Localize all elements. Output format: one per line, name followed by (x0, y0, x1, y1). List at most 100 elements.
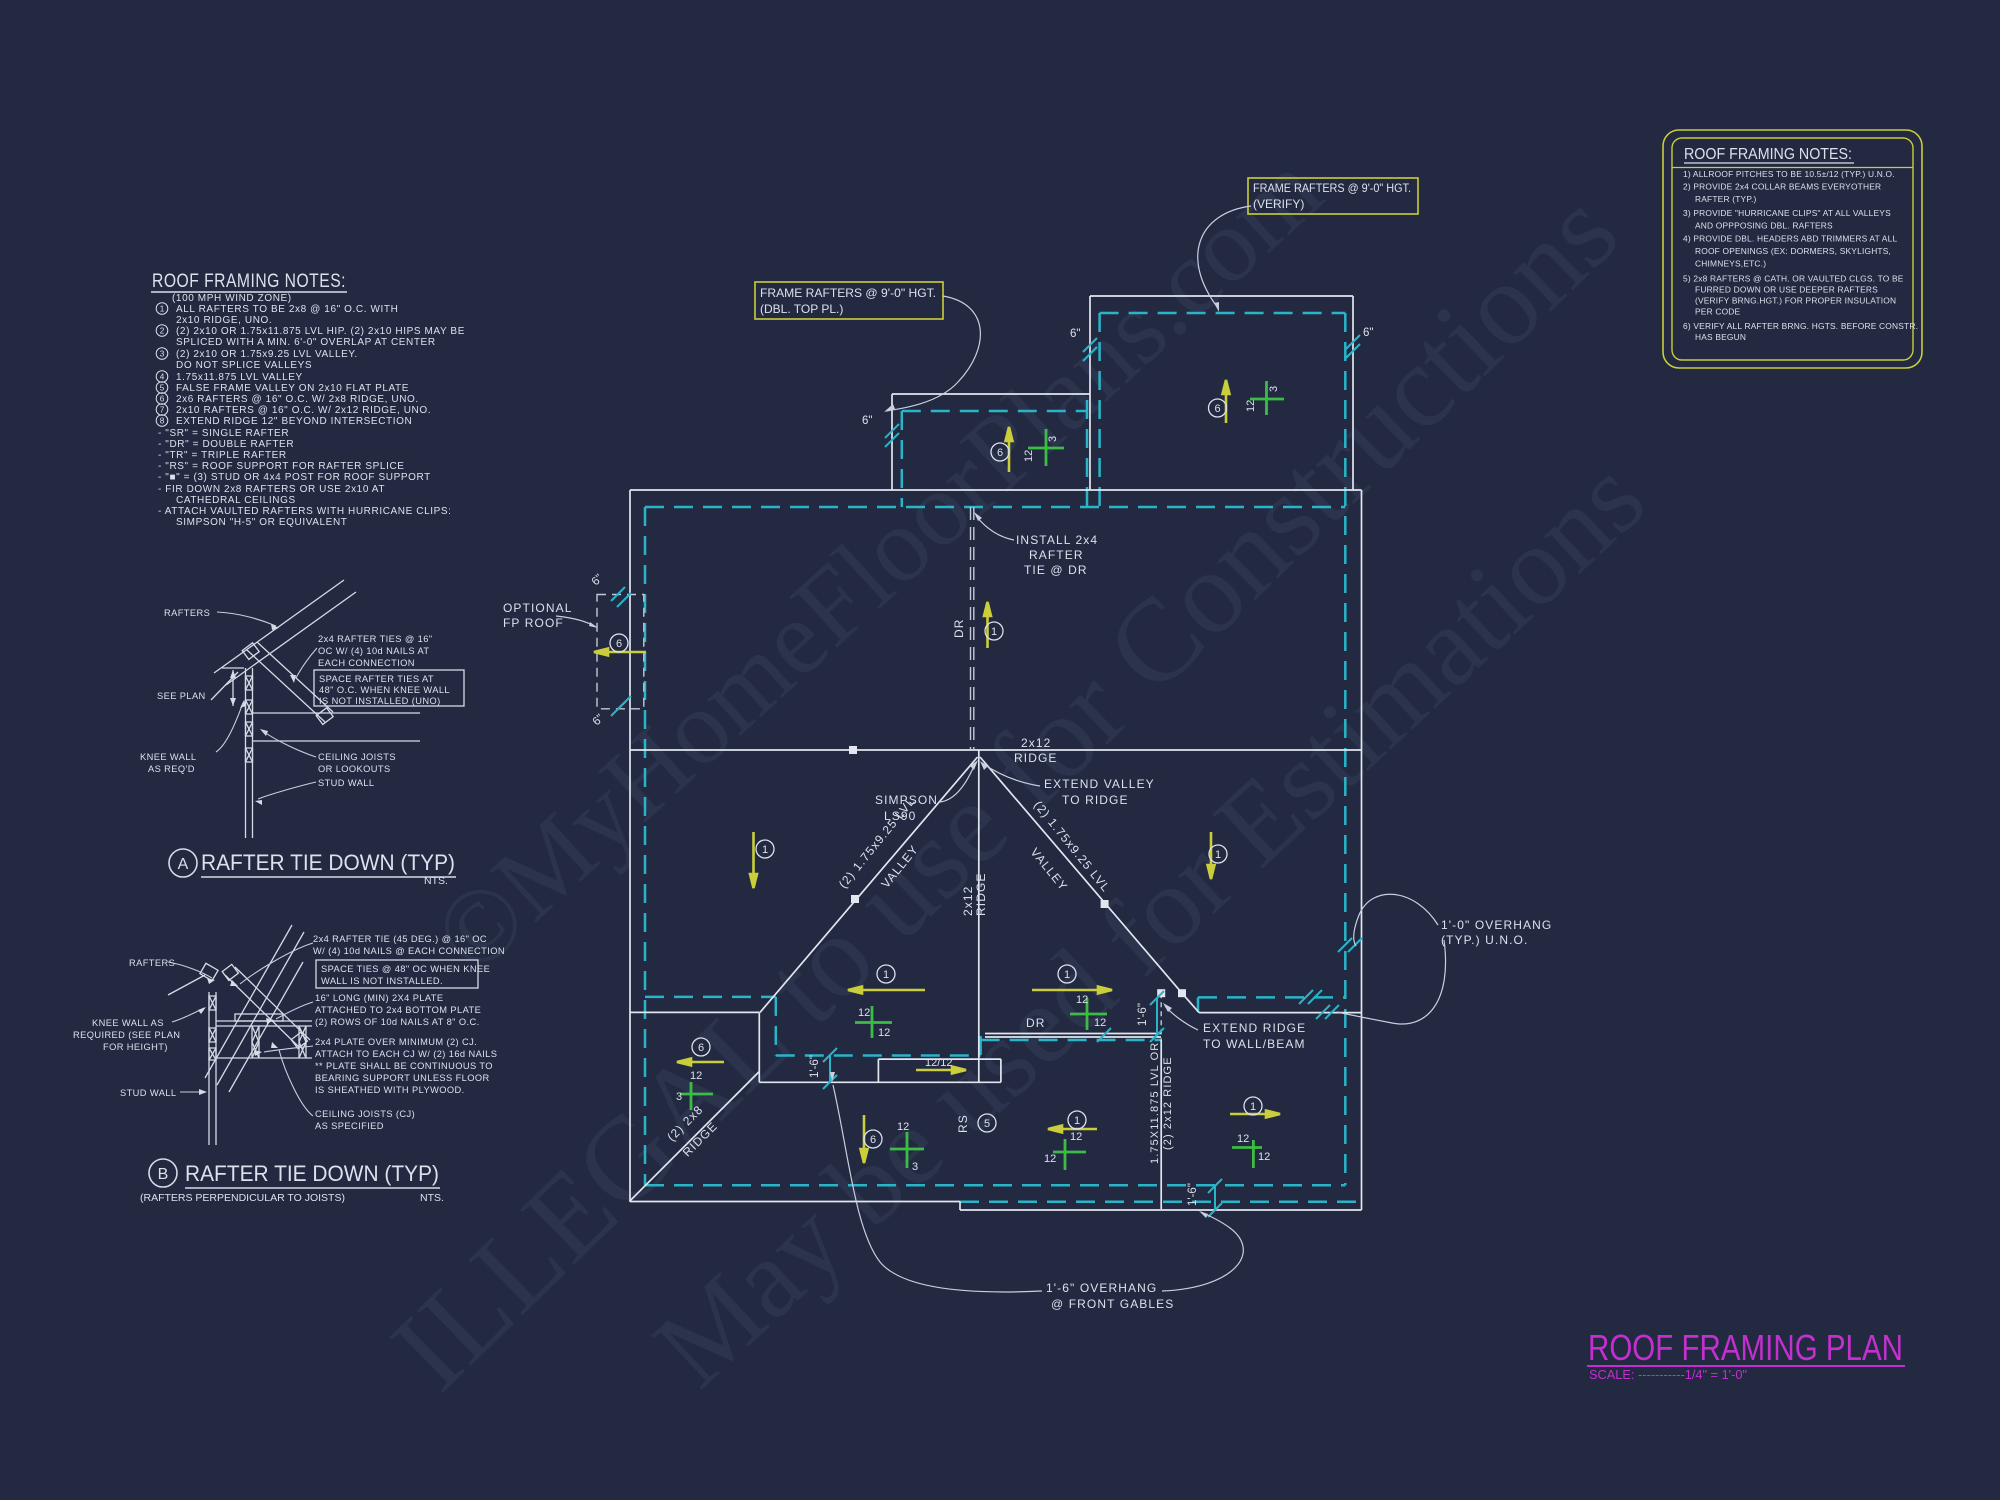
svg-text:6) VERIFY ALL RAFTER BRNG. HGT: 6) VERIFY ALL RAFTER BRNG. HGTS. BEFORE … (1683, 321, 1918, 331)
svg-text:RIDGE: RIDGE (974, 872, 988, 916)
svg-text:NTS.: NTS. (424, 875, 448, 887)
svg-text:6: 6 (698, 1042, 704, 1054)
svg-text:SIMPSON: SIMPSON (875, 793, 938, 807)
svg-text:ATTACHED TO 2x4 BOTTOM PLATE: ATTACHED TO 2x4 BOTTOM PLATE (315, 1005, 481, 1015)
svg-text:6: 6 (160, 395, 165, 404)
svg-text:- "RS" = ROOF SUPPORT FOR R: - "RS" = ROOF SUPPORT FOR RAFTER SPLICE (158, 461, 405, 472)
svg-text:ALL RAFTERS TO BE 2x8 @ 16" O.: ALL RAFTERS TO BE 2x8 @ 16" O.C. WITH (176, 304, 398, 315)
svg-text:IS SHEATHED WITH PLYWOOD.: IS SHEATHED WITH PLYWOOD. (315, 1085, 465, 1095)
svg-text:RAFTER: RAFTER (1029, 548, 1084, 562)
svg-text:RAFTER TIE DOWN (TYP): RAFTER TIE DOWN (TYP) (185, 1161, 439, 1186)
svg-text:2: 2 (160, 327, 165, 336)
svg-text:HAS BEGUN: HAS BEGUN (1695, 332, 1746, 342)
svg-text:TO RIDGE: TO RIDGE (1062, 793, 1129, 807)
svg-text:FALSE FRAME VALLEY ON 2x10 FLA: FALSE FRAME VALLEY ON 2x10 FLAT PLATE (176, 383, 409, 394)
svg-text:1'-6": 1'-6" (809, 1055, 821, 1078)
svg-text:RAFTER TIE DOWN (TYP): RAFTER TIE DOWN (TYP) (201, 850, 455, 875)
svg-text:A: A (178, 856, 189, 873)
svg-text:1.75x11.875 LVL VALLEY: 1.75x11.875 LVL VALLEY (176, 372, 303, 383)
svg-text:RS: RS (956, 1114, 970, 1133)
svg-text:STUD WALL: STUD WALL (120, 1088, 176, 1098)
svg-text:RAFTERS: RAFTERS (129, 958, 175, 968)
svg-text:8: 8 (160, 417, 165, 426)
svg-text:TO WALL/BEAM: TO WALL/BEAM (1203, 1037, 1306, 1051)
svg-text:AS REQ'D: AS REQ'D (148, 764, 195, 774)
svg-text:FURRED DOWN OR USE DEEPER RAFT: FURRED DOWN OR USE DEEPER RAFTERS (1695, 285, 1878, 295)
svg-text:1'-6" OVERHANG: 1'-6" OVERHANG (1046, 1281, 1157, 1295)
svg-text:6": 6" (1070, 328, 1080, 340)
svg-text:KNEE WALL AS: KNEE WALL AS (92, 1018, 164, 1028)
svg-text:1: 1 (1250, 1101, 1256, 1113)
svg-text:IS NOT INSTALLED (UNO): IS NOT INSTALLED (UNO) (319, 696, 441, 706)
svg-text:2x12: 2x12 (961, 886, 975, 916)
svg-text:2x4 RAFTER TIE (45 DEG.) @ 16": 2x4 RAFTER TIE (45 DEG.) @ 16" OC (313, 934, 487, 944)
svg-text:12: 12 (878, 1027, 890, 1039)
svg-text:6: 6 (870, 1134, 876, 1146)
svg-text:B: B (158, 1166, 169, 1183)
svg-text:ROOF OPENINGS (EX: DORMERS, SK: ROOF OPENINGS (EX: DORMERS, SKYLIGHTS, (1695, 246, 1891, 256)
svg-text:- "■" = (3) STUD OR 4x4 P: - "■" = (3) STUD OR 4x4 POST FOR ROOF SU… (158, 472, 431, 483)
svg-text:2x6 RAFTERS @ 16" O.C. W/ 2x8: 2x6 RAFTERS @ 16" O.C. W/ 2x8 RIDGE, UNO… (176, 394, 419, 405)
svg-text:WALL IS NOT INSTALLED.: WALL IS NOT INSTALLED. (321, 976, 443, 986)
svg-text:3: 3 (912, 1161, 918, 1173)
svg-text:(TYP.) U.N.O.: (TYP.) U.N.O. (1441, 933, 1528, 947)
svg-text:5: 5 (984, 1118, 990, 1130)
svg-text:12: 12 (897, 1121, 909, 1133)
svg-text:12: 12 (1094, 1017, 1106, 1029)
svg-text:AS SPECIFIED: AS SPECIFIED (315, 1121, 384, 1131)
svg-text:** PLATE SHALL BE CONTINUOUS T: ** PLATE SHALL BE CONTINUOUS TO (315, 1061, 493, 1071)
svg-text:RAFTERS: RAFTERS (164, 608, 210, 618)
svg-text:4) PROVIDE DBL. HEADERS ABD TR: 4) PROVIDE DBL. HEADERS ABD TRIMMERS AT … (1683, 234, 1897, 244)
svg-text:BEARING SUPPORT UNLESS FLOOR: BEARING SUPPORT UNLESS FLOOR (315, 1073, 490, 1083)
svg-text:SIMPSON "H-5" OR EQUIVALENT: SIMPSON "H-5" OR EQUIVALENT (176, 517, 347, 528)
svg-text:7: 7 (160, 406, 165, 415)
svg-text:(2) 2x10 OR 1.75x11.875 LVL HI: (2) 2x10 OR 1.75x11.875 LVL HIP. (2) 2x1… (176, 326, 465, 337)
svg-text:CHIMNEYS,ETC.): CHIMNEYS,ETC.) (1695, 259, 1766, 269)
svg-text:OR LOOKOUTS: OR LOOKOUTS (318, 764, 391, 774)
svg-text:2x10 RAFTERS @ 16" O.C. W/ 2x1: 2x10 RAFTERS @ 16" O.C. W/ 2x12 RIDGE, U… (176, 405, 431, 416)
svg-text:LS90: LS90 (884, 809, 916, 823)
svg-text:NTS.: NTS. (420, 1192, 444, 1204)
svg-text:3: 3 (1268, 386, 1280, 392)
svg-text:(100 MPH WIND ZONE): (100 MPH WIND ZONE) (172, 293, 292, 304)
svg-text:CATHEDRAL CEILINGS: CATHEDRAL CEILINGS (176, 495, 296, 506)
svg-text:SPACE TIES @ 48" OC WHEN KNEE: SPACE TIES @ 48" OC WHEN KNEE (321, 964, 490, 974)
svg-text:CEILING JOISTS (CJ): CEILING JOISTS (CJ) (315, 1109, 415, 1119)
svg-text:1'-6": 1'-6" (1137, 1003, 1149, 1026)
svg-text:SPACE RAFTER TIES AT: SPACE RAFTER TIES AT (319, 674, 434, 684)
svg-text:12: 12 (1023, 450, 1035, 462)
svg-text:12: 12 (1245, 400, 1257, 412)
svg-text:2x12: 2x12 (1021, 736, 1051, 750)
svg-text:- ATTACH VAULTED RAFTERS WIT: - ATTACH VAULTED RAFTERS WITH HURRICANE … (158, 506, 452, 517)
svg-text:DR: DR (1026, 1016, 1046, 1030)
svg-text:4: 4 (160, 373, 165, 382)
svg-text:RIDGE: RIDGE (1014, 751, 1058, 765)
svg-text:OC W/ (4) 10d NAILS AT: OC W/ (4) 10d NAILS AT (318, 646, 429, 656)
svg-text:W/ (4) 10d NAILS @ EACH CONNEC: W/ (4) 10d NAILS @ EACH CONNECTION (313, 946, 505, 956)
svg-text:2x4 PLATE OVER MINIMUM (2) CJ.: 2x4 PLATE OVER MINIMUM (2) CJ. (315, 1037, 477, 1047)
svg-text:12: 12 (1237, 1133, 1249, 1145)
svg-text:1: 1 (160, 305, 165, 314)
svg-text:DR: DR (952, 618, 966, 638)
svg-text:- "TR" = TRIPLE RAFTER: - "TR" = TRIPLE RAFTER (158, 450, 287, 461)
svg-text:SPLICED WITH A MIN. 6'-0" OVER: SPLICED WITH A MIN. 6'-0" OVERLAP AT CEN… (176, 337, 436, 348)
svg-text:EXTEND RIDGE 12" BEYOND INTERS: EXTEND RIDGE 12" BEYOND INTERSECTION (176, 416, 412, 427)
svg-text:- "SR" = SINGLE RAFTER: - "SR" = SINGLE RAFTER (158, 428, 289, 439)
svg-text:2x4 RAFTER TIES @ 16": 2x4 RAFTER TIES @ 16" (318, 634, 432, 644)
svg-text:6": 6" (862, 415, 872, 427)
svg-text:1: 1 (1064, 969, 1070, 981)
svg-text:FRAME RAFTERS @ 9'-0" HGT.: FRAME RAFTERS @ 9'-0" HGT. (1253, 181, 1411, 195)
svg-text:CEILING JOISTS: CEILING JOISTS (318, 752, 396, 762)
svg-text:ROOF FRAMING NOTES:: ROOF FRAMING NOTES: (1684, 146, 1852, 163)
svg-text:(2) 2x12 RIDGE: (2) 2x12 RIDGE (1162, 1056, 1174, 1150)
svg-text:DO NOT SPLICE VALLEYS: DO NOT SPLICE VALLEYS (176, 360, 312, 371)
svg-text:(VERIFY): (VERIFY) (1253, 197, 1304, 211)
svg-text:2) PROVIDE 2x4 COLLAR BEAMS EV: 2) PROVIDE 2x4 COLLAR BEAMS EVERYOTHER (1683, 182, 1881, 192)
svg-text:FOR HEIGHT): FOR HEIGHT) (103, 1042, 168, 1052)
svg-text:EXTEND VALLEY: EXTEND VALLEY (1044, 777, 1155, 791)
svg-text:@ FRONT GABLES: @ FRONT GABLES (1051, 1297, 1174, 1311)
svg-text:12: 12 (1070, 1131, 1082, 1143)
svg-text:5: 5 (160, 384, 165, 393)
svg-text:EXTEND RIDGE: EXTEND RIDGE (1203, 1021, 1306, 1035)
svg-text:OPTIONAL: OPTIONAL (503, 601, 572, 615)
